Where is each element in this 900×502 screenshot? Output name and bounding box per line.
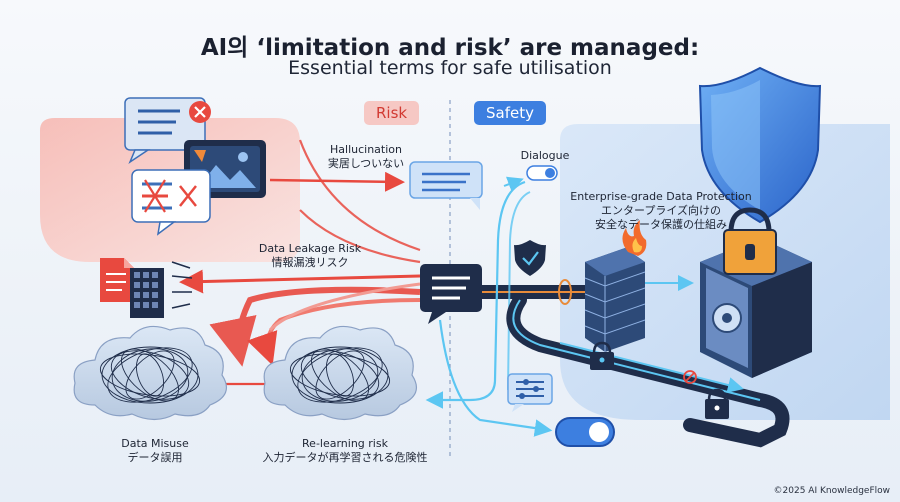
relearning-label-en: Re-learning risk [302,437,388,450]
conveyor-glow [512,299,761,401]
data-leakage-label-jp: 情報漏洩リスク [271,256,349,269]
risk-badge: Risk [364,101,420,125]
page-title: AI의 ‘limitation and risk’ are managed: [200,35,700,61]
data-misuse-label-en: Data Misuse [121,437,189,450]
chat-icon-center [420,264,482,324]
data-misuse-label-jp: データ誤用 [127,451,183,464]
lock-icon-bottom [705,388,729,419]
cyan-flow-3 [438,319,553,437]
data-grid-icon [130,268,164,318]
cyan-flow-2 [507,191,531,391]
dialogue-label: Dialogue [520,149,570,162]
relearning-label: Re-learning risk 入力データが再学習される危険性 [250,437,440,465]
hallucination-label-en: Hallucination [330,143,402,156]
shield-check-icon [514,240,546,276]
risk-flow-curve-2 [299,209,421,264]
tangled-cloud-icon-right [263,325,418,421]
hallucination-label: Hallucination 実居しついない [296,143,436,171]
cyan-flow-4 [503,176,524,192]
chat-icon-top [409,161,483,210]
hallucination-arrow [269,171,405,192]
chat-bubble-error-icon [124,97,211,164]
data-protection-label-en: Enterprise-grade Data Protection [570,190,752,203]
lock-icon-large [723,207,777,275]
leak-arrow-2 [209,286,421,367]
hallucination-label-jp: 実居しついない [327,157,405,170]
document-icon [100,258,134,302]
toggle-icon-small [526,165,558,181]
data-protection-label: Enterprise-grade Data Protection エンタープライ… [566,190,756,232]
flow-arrow-diag [559,342,744,393]
data-misuse-label: Data Misuse データ誤用 [100,437,210,465]
pipe-ring [558,279,572,305]
shield-icon [698,66,822,224]
risk-flow-curve-1 [298,139,421,252]
data-leakage-label-en: Data Leakage Risk [258,242,362,255]
data-leakage-label: Data Leakage Risk 情報漏洩リスク [240,242,380,270]
data-protection-label-jp1: エンタープライズ向けの [600,204,721,217]
lock-icon-small [590,341,614,370]
leak-arrow-4 [268,282,421,332]
block-icon [683,370,697,384]
page-subtitle: Essential terms for safe utilisation [288,57,612,79]
toggle-icon-large [555,417,615,447]
fire-icon [622,220,647,256]
copyright: ©2025 AI KnowledgeFlow [773,486,890,496]
relearning-label-jp: 入力データが再学習される危険性 [262,451,428,464]
safety-badge: Safety [474,101,546,125]
leak-arrow-1 [179,269,421,294]
slider-settings-icon [507,373,553,412]
text-error-icon [131,169,211,236]
firewall-icon [584,248,646,352]
data-protection-label-jp2: 安全なデータ保護の仕組み [595,218,727,231]
scatter-arrows [171,261,193,309]
tangled-cloud-icon-left [73,325,228,421]
